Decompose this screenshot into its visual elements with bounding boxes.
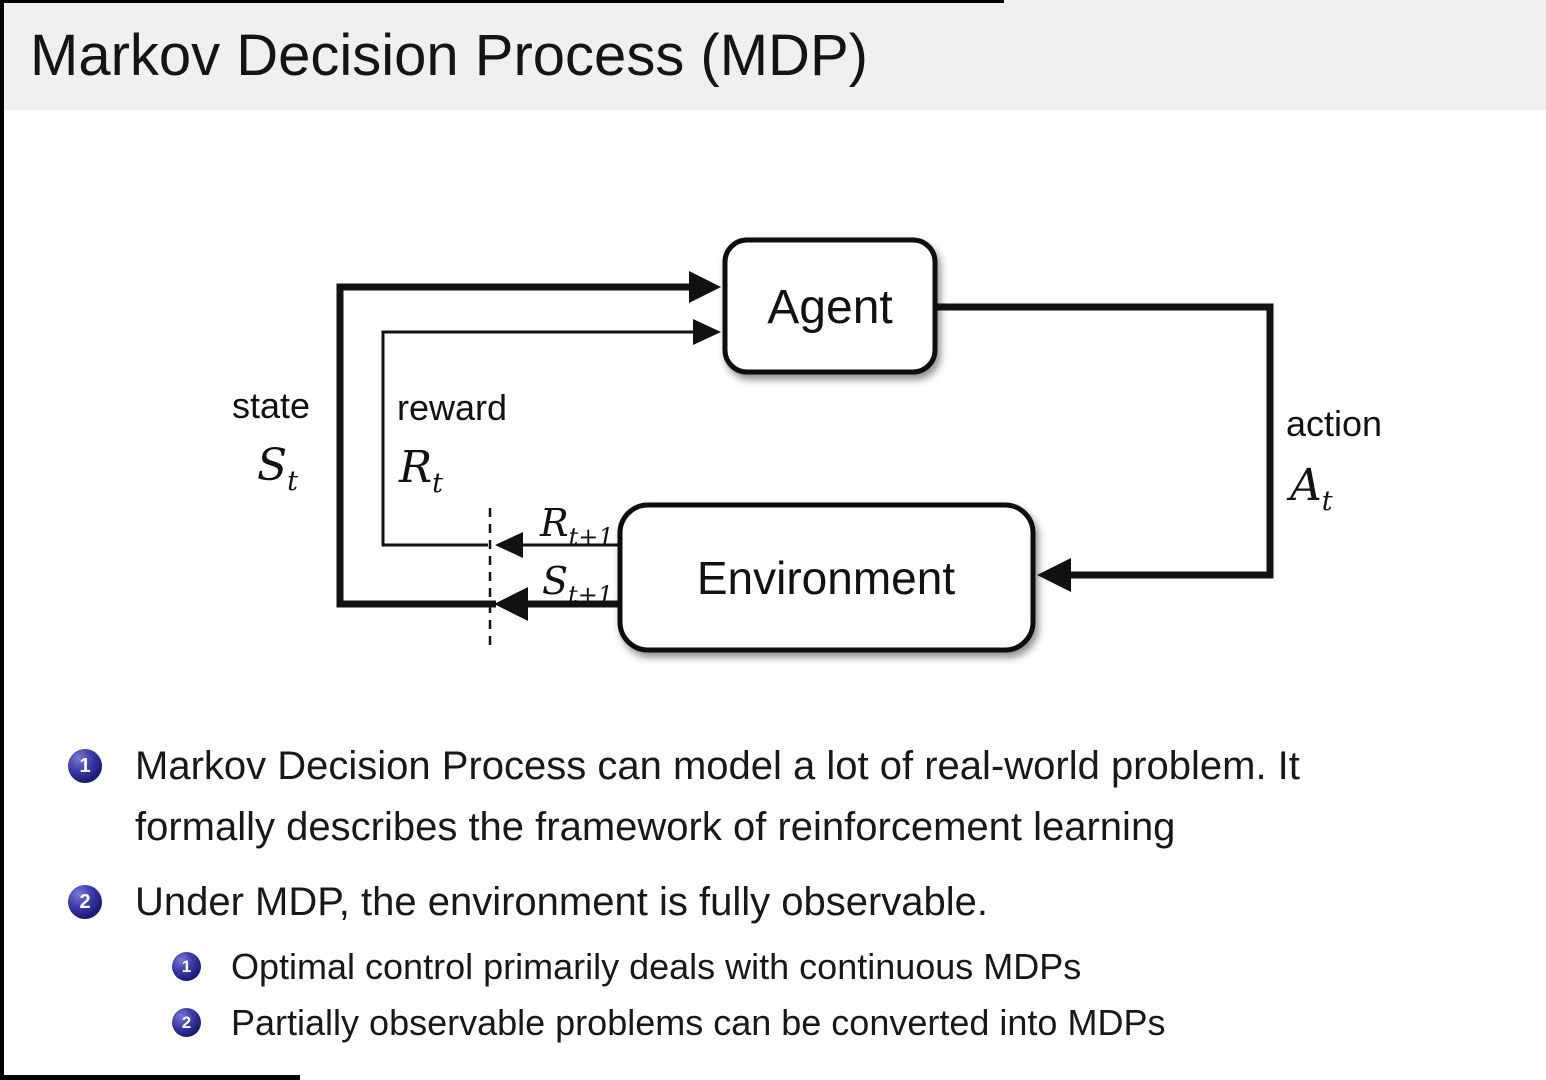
agent-box: Agent — [722, 237, 938, 375]
agent-label: Agent — [767, 281, 892, 334]
sub-item-1: 1 Optimal control primarily deals with c… — [172, 943, 1522, 991]
environment-label: Environment — [697, 552, 955, 604]
mdp-diagram: Agent Environment state St reward Rt act… — [200, 220, 1420, 690]
sub-item-2-text: Partially observable problems can be con… — [231, 1002, 1166, 1043]
bullet-list: 1 Markov Decision Process can model a lo… — [62, 736, 1522, 1055]
list-item-1-text: Markov Decision Process can model a lot … — [135, 736, 1300, 858]
mdp-diagram-svg: Agent Environment state St reward Rt act… — [232, 237, 1382, 653]
reward-word-label: reward — [397, 387, 507, 428]
next-state-label: St+1 — [542, 559, 613, 609]
next-reward-label: Rt+1 — [539, 501, 614, 551]
state-arrow — [336, 271, 721, 608]
enumerate-ball-2: 2 — [68, 885, 102, 919]
reward-symbol-label: Rt — [398, 442, 443, 499]
list-item-2: 2 Under MDP, the environment is fully ob… — [62, 872, 1522, 933]
sub-item-2: 2 Partially observable problems can be c… — [172, 999, 1522, 1047]
action-arrow — [935, 303, 1274, 592]
sub-enumerate-ball-2: 2 — [172, 1008, 201, 1037]
sub-enumerate-ball-1: 1 — [172, 952, 201, 981]
next-reward-arrow — [495, 532, 620, 558]
list-item-2-text: Under MDP, the environment is fully obse… — [135, 880, 989, 924]
state-word-label: state — [232, 385, 310, 426]
list-item-1-line-1: Markov Decision Process can model a lot … — [135, 744, 1300, 788]
reward-arrow — [381, 319, 721, 547]
action-word-label: action — [1286, 403, 1382, 444]
sub-list: 1 Optimal control primarily deals with c… — [172, 943, 1522, 1047]
next-state-arrow — [494, 587, 620, 621]
environment-box: Environment — [617, 502, 1036, 653]
sub-item-1-text: Optimal control primarily deals with con… — [231, 946, 1082, 987]
page-title: Markov Decision Process (MDP) — [30, 23, 868, 88]
screen-edge-top — [0, 0, 1004, 3]
action-symbol-label: At — [1286, 460, 1333, 517]
state-symbol-label: St — [257, 440, 298, 497]
list-item-1: 1 Markov Decision Process can model a lo… — [62, 736, 1522, 858]
screen-edge-left — [0, 0, 4, 1080]
enumerate-ball-1: 1 — [68, 749, 102, 783]
screen-edge-bottom — [0, 1075, 300, 1080]
title-bar: Markov Decision Process (MDP) — [0, 0, 1546, 110]
list-item-1-line-2: formally describes the framework of rein… — [135, 805, 1176, 849]
